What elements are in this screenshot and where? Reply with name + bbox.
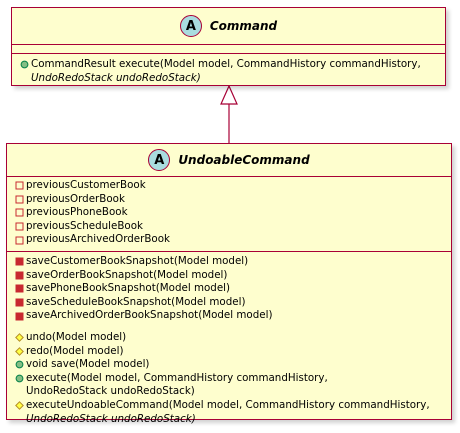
- command-method: CommandResult execute(Model model, Comma…: [20, 58, 445, 72]
- undoable-field-text: previousArchivedOrderBook: [26, 233, 170, 246]
- undoable-field-text: previousScheduleBook: [26, 219, 143, 232]
- undoable-method-continuation: UndoRedoStack undoRedoStack): [15, 385, 451, 399]
- undoable-private-method: saveArchivedOrderBookSnapshot(Model mode…: [15, 309, 451, 323]
- undoable-field: previousPhoneBook: [15, 206, 451, 220]
- undoable-method-text: UndoRedoStack undoRedoStack): [26, 385, 195, 398]
- private-field-icon: [15, 233, 26, 247]
- undoable-method: undo(Model model): [15, 331, 451, 345]
- private-method-icon: [15, 269, 26, 283]
- protected-visibility-icon: [15, 399, 26, 413]
- undoable-field-text: previousPhoneBook: [26, 206, 128, 219]
- undoable-method-text: redo(Model model): [26, 344, 124, 357]
- undoable-method-text: undo(Model model): [26, 330, 127, 343]
- undoable-method-text: UndoRedoStack undoRedoStack): [26, 412, 196, 425]
- command-method-continuation: UndoRedoStack undoRedoStack): [20, 72, 445, 86]
- undoable-field-text: previousOrderBook: [26, 192, 125, 205]
- protected-visibility-icon: [15, 331, 26, 345]
- undoable-command-class-header: A UndoableCommand: [7, 144, 451, 176]
- abstract-class-badge: A: [179, 15, 202, 37]
- undoable-field: previousOrderBook: [15, 193, 451, 207]
- undoable-method-continuation: UndoRedoStack undoRedoStack): [15, 413, 451, 427]
- undoable-private-method: saveCustomerBookSnapshot(Model model): [15, 255, 451, 269]
- command-method-text: UndoRedoStack undoRedoStack): [31, 71, 201, 84]
- command-class-header: A Command: [12, 8, 445, 44]
- public-visibility-icon: [15, 358, 26, 372]
- undoable-method: void save(Model model): [15, 358, 451, 372]
- undoable-field: previousArchivedOrderBook: [15, 233, 451, 247]
- public-visibility-icon: [15, 372, 26, 386]
- private-method-icon: [15, 255, 26, 269]
- command-class: A Command CommandResult execute(Model mo…: [11, 7, 446, 86]
- method-group-gap: [15, 323, 451, 331]
- protected-visibility-icon: [15, 345, 26, 359]
- undoable-method-text: execute(Model model, CommandHistory comm…: [26, 371, 328, 384]
- command-method-text: CommandResult execute(Model model, Comma…: [31, 58, 421, 70]
- undoable-private-method-text: saveCustomerBookSnapshot(Model model): [26, 254, 249, 267]
- undoable-field: previousCustomerBook: [15, 179, 451, 193]
- private-method-icon: [15, 296, 26, 310]
- undoable-command-class-name: UndoableCommand: [178, 153, 310, 167]
- undoable-method-text: void save(Model model): [26, 358, 150, 371]
- undoable-private-method-text: saveScheduleBookSnapshot(Model model): [26, 295, 246, 308]
- private-method-icon: [15, 282, 26, 296]
- private-field-icon: [15, 179, 26, 193]
- undoable-field: previousScheduleBook: [15, 220, 451, 234]
- command-attributes-divider: [12, 44, 445, 53]
- undoable-private-method: saveOrderBookSnapshot(Model model): [15, 269, 451, 283]
- private-field-icon: [15, 220, 26, 234]
- command-methods-section: CommandResult execute(Model model, Comma…: [12, 53, 445, 85]
- private-field-icon: [15, 206, 26, 220]
- undoable-field-text: previousCustomerBook: [26, 179, 146, 191]
- private-field-icon: [15, 193, 26, 207]
- undoable-private-method-text: saveOrderBookSnapshot(Model model): [26, 268, 228, 281]
- undoable-method: redo(Model model): [15, 345, 451, 359]
- undoable-private-method: saveScheduleBookSnapshot(Model model): [15, 296, 451, 310]
- undoable-private-method: savePhoneBookSnapshot(Model model): [15, 282, 451, 296]
- command-class-name: Command: [209, 19, 278, 33]
- abstract-class-badge: A: [148, 149, 171, 171]
- undoable-method-text: executeUndoableCommand(Model model, Comm…: [26, 398, 430, 411]
- undoable-private-method-text: saveArchivedOrderBookSnapshot(Model mode…: [26, 309, 273, 322]
- undoable-method: execute(Model model, CommandHistory comm…: [15, 372, 451, 386]
- private-method-icon: [15, 309, 26, 323]
- undoable-private-method-text: savePhoneBookSnapshot(Model model): [26, 282, 231, 295]
- undoable-methods-section: saveCustomerBookSnapshot(Model model)sav…: [7, 250, 451, 427]
- public-visibility-icon: [20, 58, 31, 72]
- undoable-method: executeUndoableCommand(Model model, Comm…: [15, 399, 451, 413]
